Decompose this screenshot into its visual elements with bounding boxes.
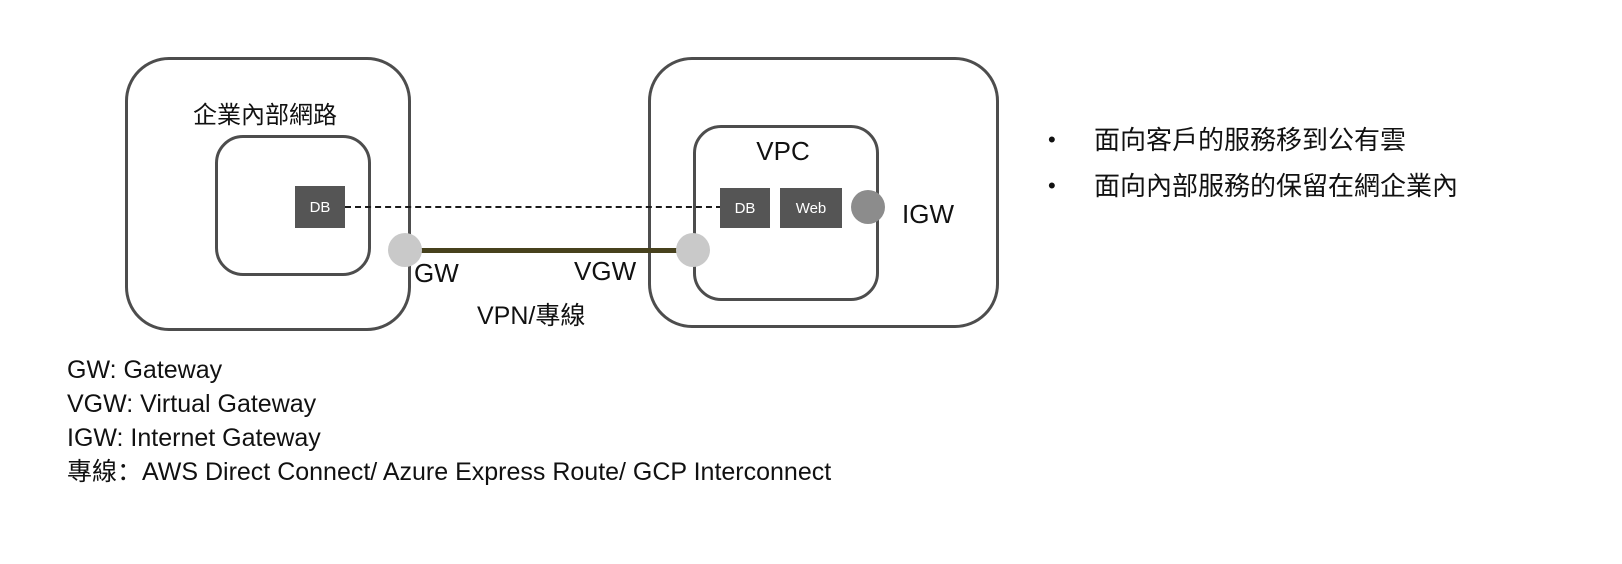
virtual-gateway-label: VGW (574, 256, 637, 286)
internet-gateway-label: IGW (902, 199, 954, 229)
on-prem-subnet-box (215, 135, 371, 276)
legend-line-dedicated: 專線：AWS Direct Connect/ Azure Express Rou… (67, 458, 832, 486)
gateway-label: GW (414, 258, 459, 288)
notes-bullet-list: • 面向客戶的服務移到公有雲 • 面向內部服務的保留在網企業內 (1048, 124, 1458, 216)
vpn-line (404, 248, 694, 253)
legend-line-igw: IGW: Internet Gateway (67, 424, 321, 452)
bullet-dot: • (1048, 173, 1056, 198)
legend: GW: Gateway VGW: Virtual Gateway IGW: In… (67, 353, 831, 489)
vpc-web-node: Web (780, 188, 842, 228)
on-prem-network-title: 企業內部網路 (193, 102, 337, 129)
gateway-node (388, 233, 422, 267)
internet-gateway-node (851, 190, 885, 224)
bullet-item: • 面向內部服務的保留在網企業內 (1048, 170, 1458, 202)
vpc-title: VPC (756, 136, 810, 166)
legend-line-vgw: VGW: Virtual Gateway (67, 390, 317, 418)
bullet-text: 面向客戶的服務移到公有雲 (1094, 125, 1407, 155)
db-replication-dashed-link (345, 206, 722, 208)
legend-line-gw: GW: Gateway (67, 356, 223, 384)
vpc-db-node: DB (720, 188, 770, 228)
vpn-line-label: VPN/專線 (477, 302, 586, 330)
bullet-text: 面向內部服務的保留在網企業內 (1094, 171, 1459, 201)
on-prem-db-node: DB (295, 186, 345, 228)
virtual-gateway-node (676, 233, 710, 267)
bullet-dot: • (1048, 127, 1056, 152)
bullet-item: • 面向客戶的服務移到公有雲 (1048, 124, 1458, 156)
